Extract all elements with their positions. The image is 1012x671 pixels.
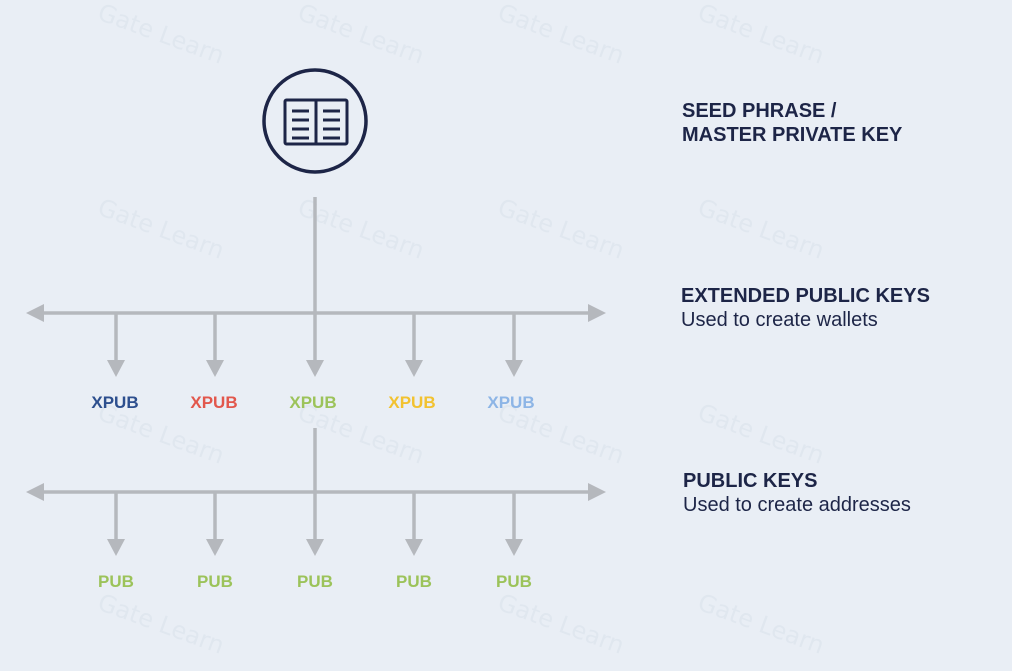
seed-node [262,68,368,174]
arrow-down-icon [505,539,523,556]
extended-keys-description: EXTENDED PUBLIC KEYS Used to create wall… [681,285,930,332]
seed-description: SEED PHRASE / MASTER PRIVATE KEY [682,100,902,147]
arrow-down-icon [405,539,423,556]
public-keys-subtitle: Used to create addresses [683,493,911,516]
seed-title-line2: MASTER PRIVATE KEY [682,123,903,146]
arrow-down-icon [206,360,224,377]
arrow-left-icon [26,304,44,322]
arrow-down-icon [306,539,324,556]
xpub-label: XPUB [91,393,139,412]
xpub-label: XPUB [388,393,436,412]
pub-label: PUB [297,572,333,591]
pub-label: PUB [496,572,532,591]
book-icon [283,98,349,146]
connectors-public [26,428,606,556]
seed-circle [262,68,368,174]
arrow-down-icon [306,360,324,377]
xpub-label: XPUB [190,393,238,412]
xpub-label: XPUB [487,393,535,412]
arrow-down-icon [206,539,224,556]
pub-label: PUB [396,572,432,591]
arrow-down-icon [505,360,523,377]
extended-keys-title: EXTENDED PUBLIC KEYS [681,285,930,307]
connectors-extended [26,197,606,377]
public-keys-title: PUBLIC KEYS [683,470,818,492]
extended-keys-subtitle: Used to create wallets [681,308,878,331]
pub-label: PUB [98,572,134,591]
arrow-left-icon [26,483,44,501]
arrow-down-icon [107,360,125,377]
xpub-label: XPUB [289,393,337,412]
arrow-down-icon [405,360,423,377]
seed-title-line1: SEED PHRASE / [682,100,837,122]
arrow-down-icon [107,539,125,556]
pub-label: PUB [197,572,233,591]
arrow-right-icon [588,483,606,501]
public-keys-description: PUBLIC KEYS Used to create addresses [683,470,911,517]
arrow-right-icon [588,304,606,322]
